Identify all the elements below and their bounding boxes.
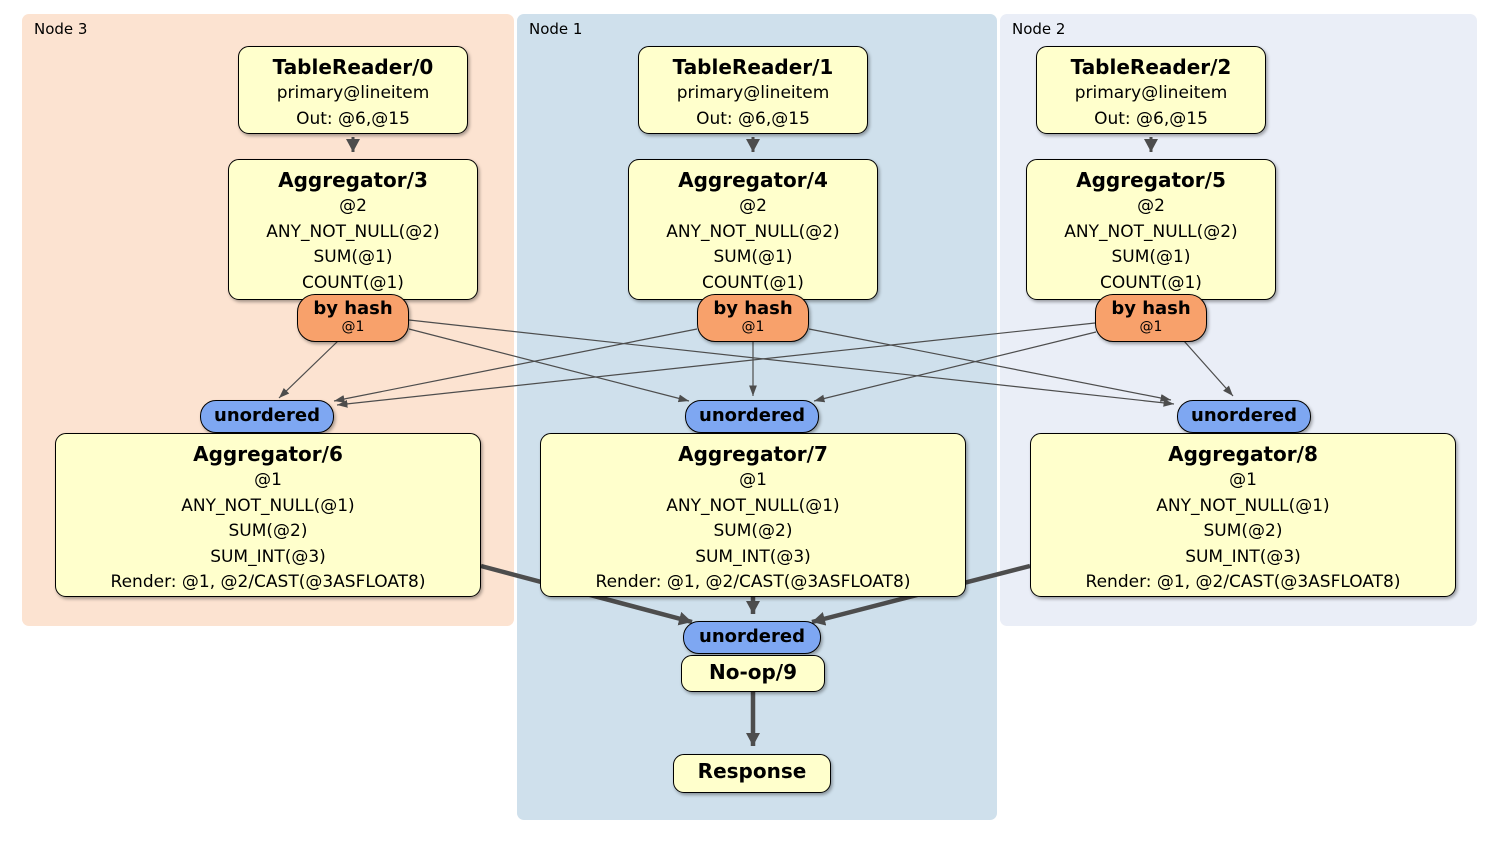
processor-detail: SUM_INT(@3) [695,546,811,567]
processor-detail: COUNT(@1) [702,272,804,293]
processor-detail: @2 [739,196,767,216]
router-detail: @1 [341,318,365,335]
region-node1-label: Node 1 [529,20,583,38]
processor-title: No-op/9 [708,660,798,684]
router-label: by hash [313,298,393,319]
sync-unordered-node1: unordered [685,400,819,433]
router-label: by hash [1111,298,1191,319]
processor-detail: primary@lineitem [676,83,830,103]
processor-detail: ANY_NOT_NULL(@2) [1064,221,1238,242]
sync-unordered-node2: unordered [1177,400,1311,433]
router-by-hash-node2: by hash @1 [1095,294,1207,342]
processor-detail: @1 [254,470,282,490]
processor-detail: SUM_INT(@3) [210,546,326,567]
processor-aggregator-6: Aggregator/6 @1 ANY_NOT_NULL(@1) SUM(@2)… [55,433,481,597]
processor-detail: ANY_NOT_NULL(@2) [266,221,440,242]
processor-detail: @2 [1137,196,1165,216]
processor-aggregator-5: Aggregator/5 @2 ANY_NOT_NULL(@2) SUM(@1)… [1026,159,1276,300]
processor-tablereader-1: TableReader/1 primary@lineitem Out: @6,@… [638,46,868,134]
processor-tablereader-2: TableReader/2 primary@lineitem Out: @6,@… [1036,46,1266,134]
processor-detail: Render: @1, @2/CAST(@3ASFLOAT8) [1085,572,1401,592]
processor-detail: ANY_NOT_NULL(@1) [666,495,840,516]
processor-title: TableReader/1 [672,55,834,79]
processor-title: Response [697,759,807,783]
processor-detail: SUM_INT(@3) [1185,546,1301,567]
processor-detail: SUM(@2) [1203,521,1283,541]
processor-detail: ANY_NOT_NULL(@1) [181,495,355,516]
processor-detail: Out: @6,@15 [296,108,410,129]
processor-noop-9: No-op/9 [681,655,825,692]
sync-unordered-node3: unordered [200,400,334,433]
processor-title: Aggregator/5 [1076,168,1226,192]
processor-detail: SUM(@1) [713,247,793,267]
processor-detail: @1 [1229,470,1257,490]
processor-detail: Out: @6,@15 [1094,108,1208,129]
processor-aggregator-7: Aggregator/7 @1 ANY_NOT_NULL(@1) SUM(@2)… [540,433,966,597]
router-detail: @1 [741,318,765,335]
processor-title: Aggregator/8 [1168,442,1318,466]
processor-detail: COUNT(@1) [302,272,404,293]
processor-detail: Render: @1, @2/CAST(@3ASFLOAT8) [110,572,426,592]
region-node2-label: Node 2 [1012,20,1066,38]
processor-detail: primary@lineitem [1074,83,1228,103]
router-detail: @1 [1139,318,1163,335]
processor-title: Aggregator/3 [278,168,428,192]
processor-title: TableReader/2 [1070,55,1232,79]
processor-detail: SUM(@2) [228,521,308,541]
processor-title: TableReader/0 [272,55,434,79]
processor-title: Aggregator/4 [678,168,828,192]
processor-detail: @1 [739,470,767,490]
processor-title: Aggregator/7 [678,442,828,466]
processor-detail: SUM(@2) [713,521,793,541]
processor-detail: COUNT(@1) [1100,272,1202,293]
processor-detail: ANY_NOT_NULL(@2) [666,221,840,242]
processor-detail: ANY_NOT_NULL(@1) [1156,495,1330,516]
region-node3-label: Node 3 [34,20,88,38]
processor-aggregator-8: Aggregator/8 @1 ANY_NOT_NULL(@1) SUM(@2)… [1030,433,1456,597]
processor-detail: Render: @1, @2/CAST(@3ASFLOAT8) [595,572,911,592]
processor-aggregator-4: Aggregator/4 @2 ANY_NOT_NULL(@2) SUM(@1)… [628,159,878,300]
processor-detail: primary@lineitem [276,83,430,103]
sync-unordered-final: unordered [683,621,821,654]
processor-tablereader-0: TableReader/0 primary@lineitem Out: @6,@… [238,46,468,134]
processor-response: Response [673,754,831,793]
processor-detail: Out: @6,@15 [696,108,810,129]
processor-detail: @2 [339,196,367,216]
router-label: by hash [713,298,793,319]
processor-detail: SUM(@1) [313,247,393,267]
router-by-hash-node1: by hash @1 [697,294,809,342]
processor-aggregator-3: Aggregator/3 @2 ANY_NOT_NULL(@2) SUM(@1)… [228,159,478,300]
processor-detail: SUM(@1) [1111,247,1191,267]
router-by-hash-node3: by hash @1 [297,294,409,342]
processor-title: Aggregator/6 [193,442,343,466]
